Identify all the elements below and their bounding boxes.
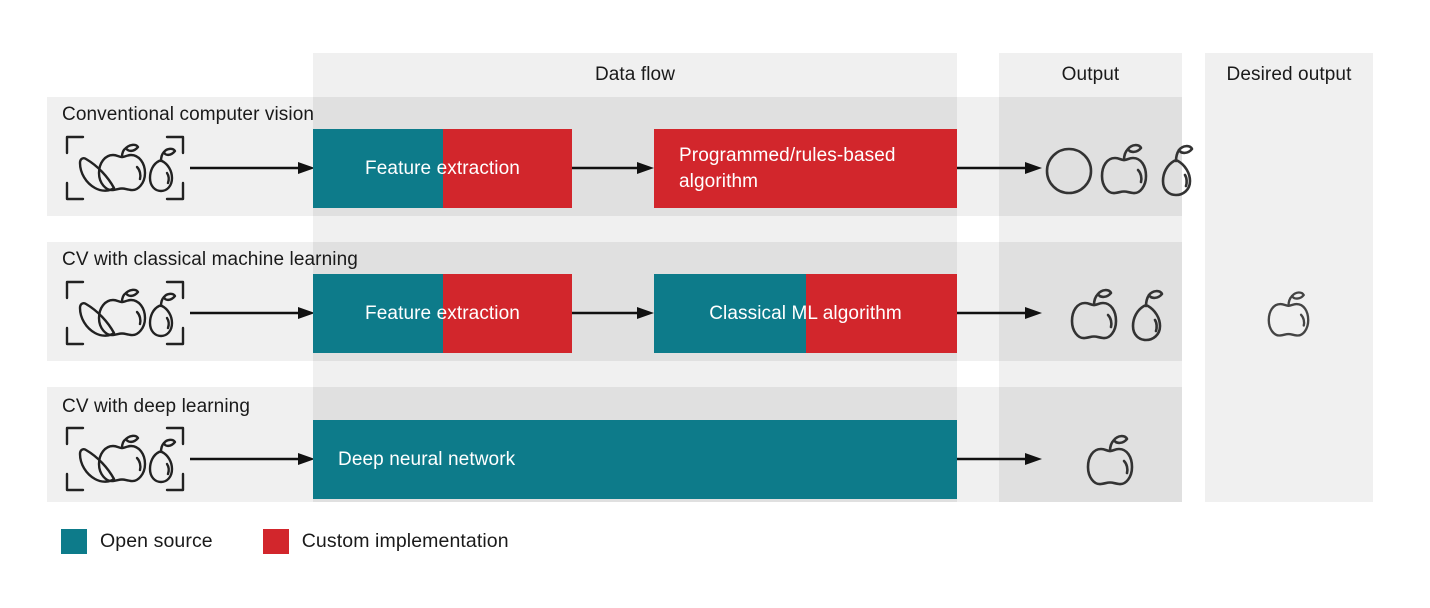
row-band-overlay-output <box>999 387 1182 502</box>
legend-label: Open source <box>100 530 213 552</box>
legend: Open source Custom implementation <box>61 529 509 554</box>
output-icons-classical-ml <box>1068 284 1172 342</box>
row-title-cv-deep-learning: CV with deep learning <box>62 396 250 417</box>
arrow-input-to-deep-neural-network <box>190 453 315 465</box>
process-box-label: Feature extraction <box>365 302 520 324</box>
arrow-algorithm-to-output <box>957 162 1042 174</box>
row-band-classical-ml <box>47 242 1182 361</box>
row-title-conventional-computer-vision: Conventional computer vision <box>62 104 315 125</box>
process-box-deep-neural-network[interactable]: Deep neural network <box>313 420 957 499</box>
process-box-programmed-rules-based-algorithm[interactable]: Programmed/rules-based algorithm <box>654 129 957 208</box>
process-box-label: Feature extraction <box>365 157 520 179</box>
process-box-label: Classical ML algorithm <box>709 302 902 324</box>
arrow-feature-extraction-to-algorithm <box>572 162 654 174</box>
box-fill-red <box>654 129 957 208</box>
arrow-feature-extraction-to-classical-ml <box>572 307 654 319</box>
apple-icon <box>1100 143 1148 195</box>
box-fill-teal <box>313 420 957 499</box>
legend-swatch-teal <box>61 529 87 554</box>
box-fill-red <box>442 129 572 208</box>
legend-item-open-source: Open source <box>61 529 213 554</box>
box-fill-red <box>805 274 957 353</box>
process-box-feature-extraction[interactable]: Feature extraction <box>313 129 572 208</box>
apple-icon <box>1070 288 1118 340</box>
column-band-desired-output <box>1205 53 1373 502</box>
row-band-overlay-output <box>999 242 1182 361</box>
box-fill-red <box>442 274 572 353</box>
arrow-deep-neural-network-to-output <box>957 453 1042 465</box>
column-header-output: Output <box>1061 64 1120 85</box>
legend-swatch-red <box>262 529 289 554</box>
pear-icon <box>1131 289 1164 342</box>
row-band-overlay-output <box>999 97 1182 216</box>
fruit-scan-frame-icon <box>64 133 186 203</box>
box-fill-teal <box>313 274 443 353</box>
process-box-feature-extraction[interactable]: Feature extraction <box>313 274 572 353</box>
process-box-label: Deep neural network <box>338 448 516 470</box>
desired-output-icons <box>1265 287 1312 339</box>
column-header-data-flow: Data flow <box>594 64 676 85</box>
arrow-classical-ml-to-output <box>957 307 1042 319</box>
process-box-classical-ml-algorithm[interactable]: Classical ML algorithm <box>654 274 957 353</box>
row-title-cv-classical-machine-learning: CV with classical machine learning <box>62 249 358 270</box>
output-icons-conventional <box>1042 139 1202 197</box>
fruit-scan-frame-icon <box>64 424 186 494</box>
arrow-input-to-feature-extraction <box>190 162 315 174</box>
pear-icon <box>1161 144 1194 197</box>
box-fill-teal <box>654 274 806 353</box>
arrow-input-to-feature-extraction <box>190 307 315 319</box>
box-fill-teal <box>313 129 443 208</box>
apple-icon <box>1086 434 1134 486</box>
fruit-scan-frame-icon <box>64 278 186 348</box>
output-icons-deep-learning <box>1084 430 1136 488</box>
legend-label: Custom implementation <box>301 530 509 552</box>
process-box-label: Programmed/rules-based algorithm <box>679 145 896 192</box>
apple-icon <box>1267 291 1310 337</box>
column-header-desired-output: Desired output <box>1226 64 1352 85</box>
circle-icon <box>1045 147 1093 195</box>
legend-item-custom-implementation: Custom implementation <box>262 529 509 554</box>
